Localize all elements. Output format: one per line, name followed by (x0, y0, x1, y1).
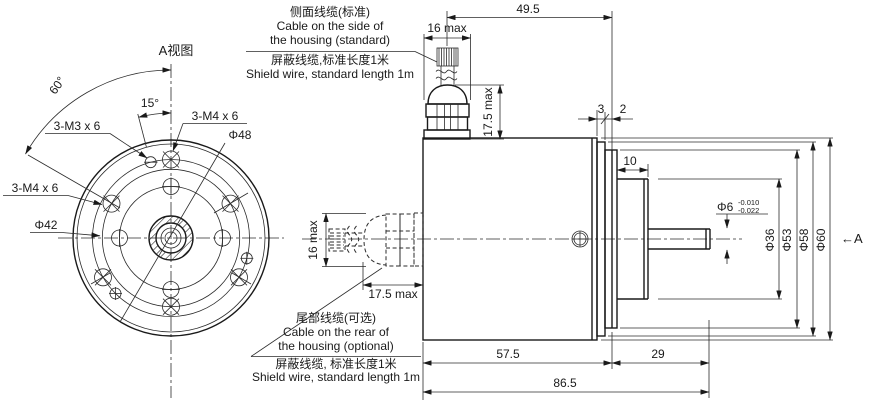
side-note-en2: the housing (standard) (270, 33, 390, 47)
side-cable-note: 侧面线缆(标准) Cable on the side of the housin… (246, 5, 438, 81)
dim-16max-rear: 16 max (306, 220, 320, 259)
side-note-en3: Shield wire, standard length 1m (246, 67, 414, 81)
dim-49-5: 49.5 (516, 2, 540, 16)
dim-phi6: Φ6 (717, 200, 734, 214)
view-a-title: A视图 (159, 43, 194, 58)
dim-phi6-tol-upper: -0.010 (738, 198, 759, 207)
dim-phi6-tol-lower: -0.022 (738, 206, 759, 215)
rear-note-en1: Cable on the rear of (283, 325, 390, 339)
phi42-label: Φ42 (35, 218, 58, 232)
cable-gland-side (423, 47, 471, 140)
rear-cable-note: 尾部线缆(可选) Cable on the rear of the housin… (250, 267, 421, 384)
assembly-screws (111, 177, 231, 298)
m4-holes-left-label: 3-M4 x 6 (12, 181, 59, 195)
side-view (302, 47, 742, 341)
screw-icon (571, 230, 589, 248)
front-boss (617, 178, 649, 300)
dim-29: 29 (651, 347, 665, 361)
dim-phi53: Φ53 (780, 228, 794, 251)
shaft (648, 228, 711, 250)
angle-60-label: 60° (46, 74, 68, 97)
view-a: A视图 60° 15° 3-M3 x 6 3-M4 x 6 Φ48 Φ42 3-… (3, 43, 284, 398)
rear-note-en2: the housing (optional) (278, 339, 393, 353)
dim-flange-3: 3 (598, 102, 605, 116)
dim-17-5max-top: 17.5 max (481, 87, 495, 136)
side-note-cn1: 侧面线缆(标准) (290, 5, 370, 19)
dim-phi60: Φ60 (814, 228, 828, 251)
angle-15-label: 15° (141, 96, 159, 110)
rear-note-en3: Shield wire, standard length 1m (252, 370, 420, 384)
dim-57-5: 57.5 (496, 347, 520, 361)
view-direction-arrow: ←A (841, 231, 863, 246)
cable-gland-rear (328, 212, 424, 267)
dim-86-5: 86.5 (553, 376, 577, 390)
dim-boss-10: 10 (623, 154, 637, 168)
dim-phi36: Φ36 (763, 228, 777, 251)
dim-17-5max-rear: 17.5 max (368, 287, 417, 301)
m4-hole-phi42 (102, 192, 249, 316)
m4-hole-phi48 (90, 150, 252, 287)
side-note-cn2: 屏蔽线缆,标准长度1米 (271, 52, 389, 67)
center-hub (148, 215, 194, 261)
m3-holes-label: 3-M3 x 6 (54, 119, 101, 133)
m4-holes-top-label: 3-M4 x 6 (192, 109, 239, 123)
side-note-en1: Cable on the side of (277, 19, 384, 33)
phi48-label: Φ48 (229, 128, 252, 142)
dim-groove-2: 2 (620, 102, 627, 116)
rear-note-cn2: 屏蔽线缆, 标准长度1米 (275, 356, 396, 371)
rear-note-cn1: 尾部线缆(可选) (296, 310, 376, 325)
dim-phi58: Φ58 (797, 228, 811, 251)
dimensions: 16 max 49.5 17.5 max 3 2 10 Φ36 (306, 2, 863, 400)
front-disc (604, 149, 618, 329)
